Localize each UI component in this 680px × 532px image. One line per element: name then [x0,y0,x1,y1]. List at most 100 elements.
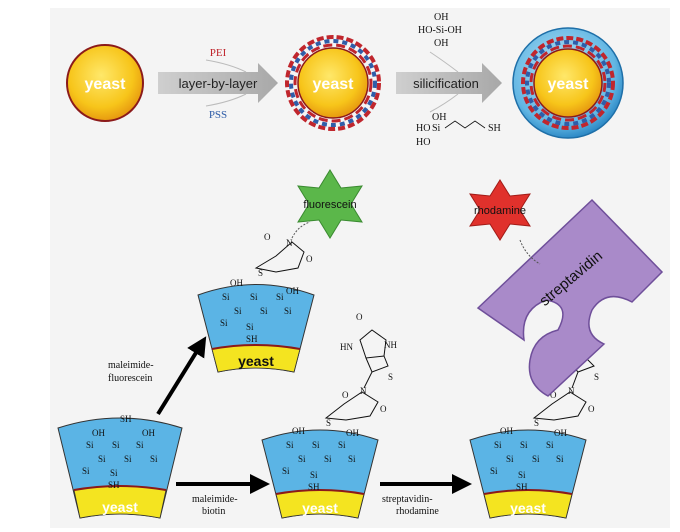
svg-text:S: S [326,418,331,428]
silicic-acid-structure: OH HO-Si-OH OH [418,12,462,49]
yeast-label-4: yeast [102,499,138,515]
svg-text:S: S [594,372,599,382]
pss-label: PSS [209,109,227,121]
svg-text:Si: Si [324,454,332,464]
svg-text:OH: OH [500,426,513,436]
silica-network-2: OH OH Si Si Si Si Si Si Si Si SH [220,278,299,344]
silica-network-3: OH OH Si Si Si Si Si Si Si Si SH [282,426,359,492]
svg-text:Si: Si [520,440,528,450]
svg-text:Si: Si [124,454,132,464]
svg-text:SH: SH [516,482,528,492]
svg-text:Si: Si [494,440,502,450]
svg-text:Si: Si [312,440,320,450]
block-fluorescein: yeast OH OH Si Si Si Si Si Si Si Si SH S… [197,221,315,373]
svg-text:N: N [360,386,367,396]
svg-text:SH: SH [488,123,501,134]
svg-text:O: O [356,312,363,322]
svg-text:SH: SH [246,334,258,344]
rhodamine-label: rhodamine [474,205,526,217]
silica-network-1: SH OH OH Si Si Si Si Si Si Si Si SH [82,414,158,490]
arrow-to-fluorescein [156,336,207,416]
svg-text:Si: Si [136,440,144,450]
yeast-label-7: yeast [510,500,546,516]
svg-text:SH: SH [308,482,320,492]
svg-text:N: N [568,386,575,396]
svg-text:Si: Si [82,466,90,476]
yeast-cell-1 [66,44,144,122]
yeast-label-1: yeast [85,76,127,93]
svg-text:SH: SH [108,480,120,490]
yeast-label-5: yeast [238,353,274,369]
svg-text:Si: Si [98,454,106,464]
svg-text:OH: OH [230,278,243,288]
maleimide-biotin-label-2: biotin [202,506,225,517]
o-atom-1: O [264,232,271,242]
strep-rhod-label-1: streptavidin- [382,494,433,505]
svg-text:Si: Si [234,306,242,316]
svg-text:O: O [380,404,387,414]
svg-text:Si: Si [490,466,498,476]
svg-text:Si: Si [286,440,294,450]
svg-text:Si: Si [276,292,284,302]
maleimide-fluorescein-label-2: fluorescein [108,373,152,384]
coated-yeast: yeast [285,35,381,131]
svg-text:OH: OH [434,38,448,49]
svg-text:Si: Si [546,440,554,450]
svg-text:OH: OH [292,426,305,436]
svg-text:O: O [588,404,595,414]
svg-text:HO-Si-OH: HO-Si-OH [418,25,462,36]
fluorescein-star: fluorescein [297,169,363,239]
layer-by-layer-label: layer-by-layer [179,76,258,91]
silica-network-4: OH OH Si Si Si Si Si Si Si Si SH [490,426,567,492]
svg-text:Si: Si [532,454,540,464]
layer-by-layer-arrow [158,63,278,103]
yeast-label-6: yeast [302,500,338,516]
svg-text:S: S [534,418,539,428]
svg-text:HO: HO [416,123,430,134]
svg-text:OH: OH [286,286,299,296]
svg-text:Si: Si [348,454,356,464]
strep-rhod-label-2: rhodamine [396,506,439,517]
svg-text:Si: Si [518,470,526,480]
svg-text:Si: Si [282,466,290,476]
svg-text:OH: OH [434,12,448,23]
svg-text:Si: Si [86,440,94,450]
svg-text:OH: OH [432,112,446,123]
svg-text:Si: Si [222,292,230,302]
svg-text:Si: Si [150,454,158,464]
silica-coated-yeast: yeast [512,27,624,139]
svg-text:HO: HO [416,137,430,148]
svg-text:OH: OH [92,428,105,438]
svg-text:Si: Si [298,454,306,464]
svg-text:Si: Si [338,440,346,450]
svg-text:Si: Si [246,322,254,332]
silicification-label: silicification [413,76,479,91]
svg-text:OH: OH [142,428,155,438]
mercaptosilane-structure: OH HO Si HO SH [416,112,501,148]
svg-text:Si: Si [110,468,118,478]
svg-text:OH: OH [346,428,359,438]
svg-text:Si: Si [310,470,318,480]
maleimide-biotin-label-1: maleimide- [192,494,238,505]
silicification-arrow [396,63,502,103]
svg-text:Si: Si [220,318,228,328]
maleimide-fluorescein-label-1: maleimide- [108,360,154,371]
block-biotin: yeast OH OH Si Si Si Si Si Si Si Si SH S… [261,312,397,519]
svg-text:O: O [342,390,349,400]
block-start: yeast SH OH OH Si Si Si Si Si Si Si Si S… [57,414,183,519]
svg-text:Si: Si [432,123,441,134]
svg-text:O: O [550,390,557,400]
streptavidin-shape: streptavidin [476,198,664,397]
svg-text:Si: Si [506,454,514,464]
top-row: yeast layer-by-layer PEI PSS yeast silic… [66,12,624,148]
svg-text:Si: Si [556,454,564,464]
svg-text:S: S [388,372,393,382]
n-atom-1: N [286,238,293,248]
svg-text:OH: OH [554,428,567,438]
svg-text:Si: Si [260,306,268,316]
svg-text:Si: Si [112,440,120,450]
rhodamine-star: rhodamine [469,179,531,241]
o-atom-2: O [306,254,313,264]
svg-text:SH: SH [120,414,132,424]
